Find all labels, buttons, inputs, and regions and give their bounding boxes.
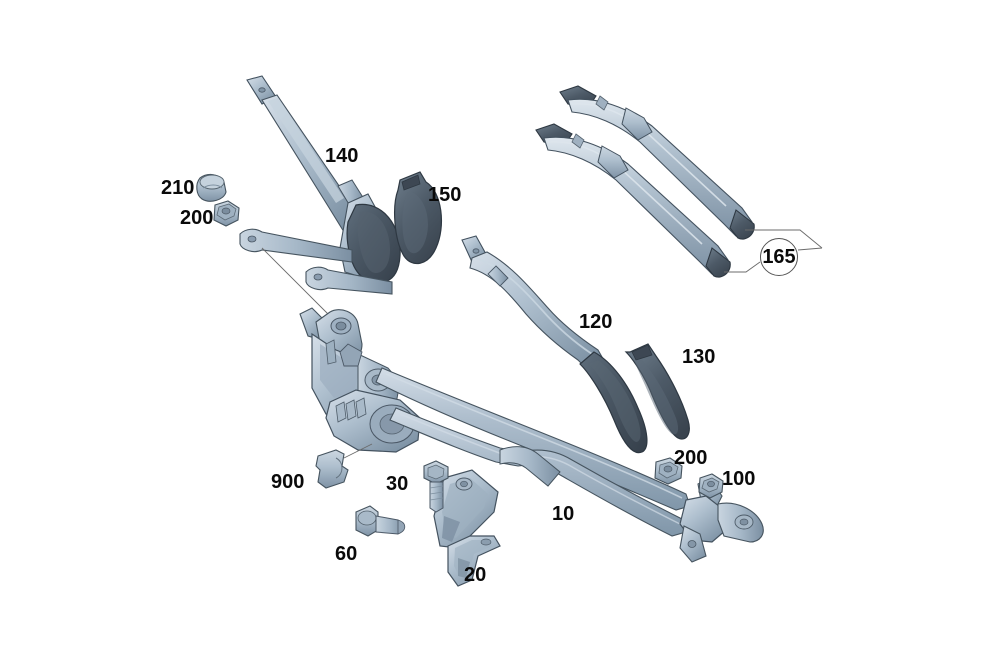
linkage-rod-upper-highlight — [385, 373, 683, 499]
part-900-clip[interactable] — [315, 449, 349, 489]
part-165-wiper-blade-upper[interactable] — [559, 85, 755, 240]
callout-30[interactable]: 30 — [386, 473, 409, 495]
blade-165-upper-tip — [729, 209, 755, 240]
nut-200-left-hole — [221, 207, 231, 215]
leader-line-165-upper — [745, 229, 823, 249]
part-200-nut-right[interactable] — [654, 457, 683, 485]
arm-140-blade-highlight — [357, 211, 390, 274]
bolt-30-shank — [429, 481, 444, 513]
cover-150-highlight — [402, 192, 428, 254]
callout-10[interactable]: 10 — [552, 503, 575, 525]
callout-900[interactable]: 900 — [271, 471, 305, 493]
clip-900-notch — [335, 457, 343, 479]
callout-150[interactable]: 150 — [428, 184, 462, 206]
part-120-blade-body[interactable] — [579, 351, 648, 454]
blade-165-lower-tip — [705, 247, 731, 278]
right-pivot-lever-hole — [739, 518, 749, 526]
motor-upper-boss-hole — [335, 321, 347, 331]
clip-900-body — [315, 449, 349, 489]
leader-line-165-lower — [724, 261, 761, 273]
screw-60-tip — [397, 519, 406, 535]
arm-120-joint — [487, 265, 509, 287]
leader-line-165-join — [797, 247, 823, 251]
cap-210-seam — [202, 184, 223, 189]
part-210-cap[interactable] — [196, 173, 227, 202]
arm-140-hook-hole — [258, 87, 266, 93]
linkage-rod-upper — [375, 367, 691, 511]
motor-connector-fins — [335, 397, 367, 423]
callout-100[interactable]: 100 — [722, 468, 756, 490]
cover-150-clip-slot — [401, 174, 421, 191]
bracket-20-web — [458, 558, 470, 578]
link-arm-lower-eye — [313, 273, 323, 281]
callout-200-right[interactable]: 200 — [674, 447, 708, 469]
arm-120-blade-highlight — [588, 360, 641, 442]
blade-165-upper-clip — [595, 95, 609, 111]
motor-bracket-detail — [339, 343, 363, 367]
bolt-30-head-face — [427, 464, 445, 480]
right-pivot-lower-hole — [687, 540, 697, 548]
part-150-arm-cover-left[interactable] — [394, 171, 443, 265]
linkage-rod-bend — [499, 446, 561, 487]
bracket-20-hole — [480, 538, 492, 546]
center-foot-web — [442, 516, 460, 542]
callout-130[interactable]: 130 — [682, 346, 716, 368]
nut-200-right-hole — [663, 465, 673, 473]
part-20-bracket[interactable] — [447, 535, 501, 587]
part-100-nut[interactable] — [698, 473, 724, 499]
part-10-center-mount-foot[interactable] — [433, 469, 499, 549]
callout-165[interactable]: 165 — [760, 238, 798, 276]
blade-165-lower-clip — [571, 133, 585, 149]
callout-140[interactable]: 140 — [325, 145, 359, 167]
part-upper-link-arms[interactable] — [239, 228, 393, 295]
part-60-flange-screw[interactable] — [355, 505, 406, 537]
part-165-wiper-blade-lower[interactable] — [535, 123, 731, 278]
part-10-motor-gearbox[interactable] — [299, 307, 421, 453]
screw-60-flange — [357, 510, 377, 526]
link-arm-upper-eye — [247, 235, 257, 243]
cover-130-clip-slot — [631, 344, 653, 361]
part-200-nut-left[interactable] — [213, 200, 240, 227]
arm-140-highlight — [268, 98, 344, 203]
center-foot-hole — [460, 480, 468, 488]
part-140-blade-body[interactable] — [346, 203, 401, 284]
callout-210[interactable]: 210 — [161, 177, 195, 199]
bolt-30-threads — [429, 485, 444, 501]
part-130-arm-cover-right[interactable] — [624, 343, 690, 440]
blade-165-lower-connector — [597, 145, 629, 179]
callout-20[interactable]: 20 — [464, 564, 487, 586]
blade-165-upper-connector — [621, 107, 653, 141]
link-arm-lower — [305, 266, 393, 295]
motor-rib — [325, 339, 337, 365]
callout-165-text: 165 — [762, 245, 796, 268]
callout-60[interactable]: 60 — [335, 543, 358, 565]
part-10-right-pivot[interactable] — [679, 477, 764, 563]
linkage-rod-lower-highlight — [399, 413, 681, 525]
callout-120[interactable]: 120 — [579, 311, 613, 333]
arm-120-hook-hole — [472, 248, 480, 254]
link-arm-upper — [239, 228, 353, 263]
part-30-hex-bolt[interactable] — [423, 460, 449, 513]
nut-100-hole — [707, 480, 715, 488]
leader-line-900 — [343, 443, 373, 459]
part-10-linkage-rods[interactable] — [375, 367, 691, 537]
cover-130-highlight — [634, 360, 679, 435]
callout-200-left[interactable]: 200 — [180, 207, 214, 229]
